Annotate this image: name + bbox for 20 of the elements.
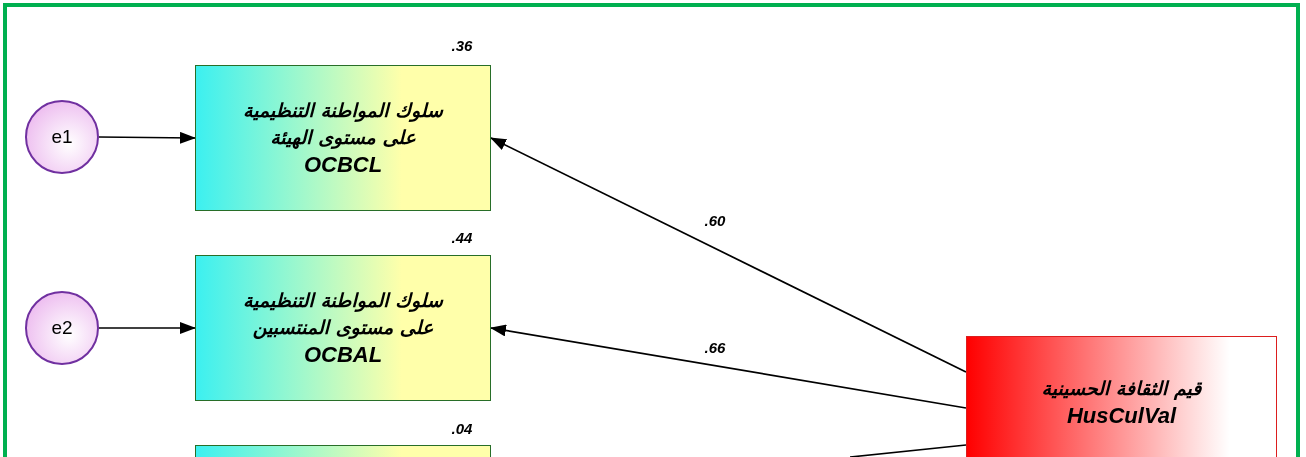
variable-code: OCBAL bbox=[303, 341, 383, 369]
variable-name: سلوك المواطنة التنظيمية على مستوى الهيئة bbox=[242, 98, 445, 151]
variable-box bbox=[195, 65, 491, 211]
arrow bbox=[490, 324, 967, 409]
arrow bbox=[98, 131, 196, 144]
coefficient-label: .36 bbox=[451, 36, 473, 54]
arrow bbox=[98, 322, 196, 334]
coefficient-label: .44 bbox=[451, 228, 473, 246]
variable-box bbox=[195, 255, 491, 401]
variable-name: قيم الثقافة الحسينية bbox=[1040, 376, 1203, 402]
error-label: e1 bbox=[51, 126, 73, 148]
variable-box bbox=[966, 336, 1277, 457]
error-label: e2 bbox=[51, 317, 73, 339]
path-line bbox=[849, 444, 967, 457]
coefficient-label: .04 bbox=[451, 419, 473, 437]
variable-code: OCBCL bbox=[303, 151, 383, 179]
arrow bbox=[490, 137, 967, 373]
variable-box bbox=[195, 445, 491, 457]
variable-name: سلوك المواطنة التنظيمية على مستوى المنتسبين bbox=[242, 288, 445, 341]
variable-code: HusCulVal bbox=[1066, 402, 1177, 430]
